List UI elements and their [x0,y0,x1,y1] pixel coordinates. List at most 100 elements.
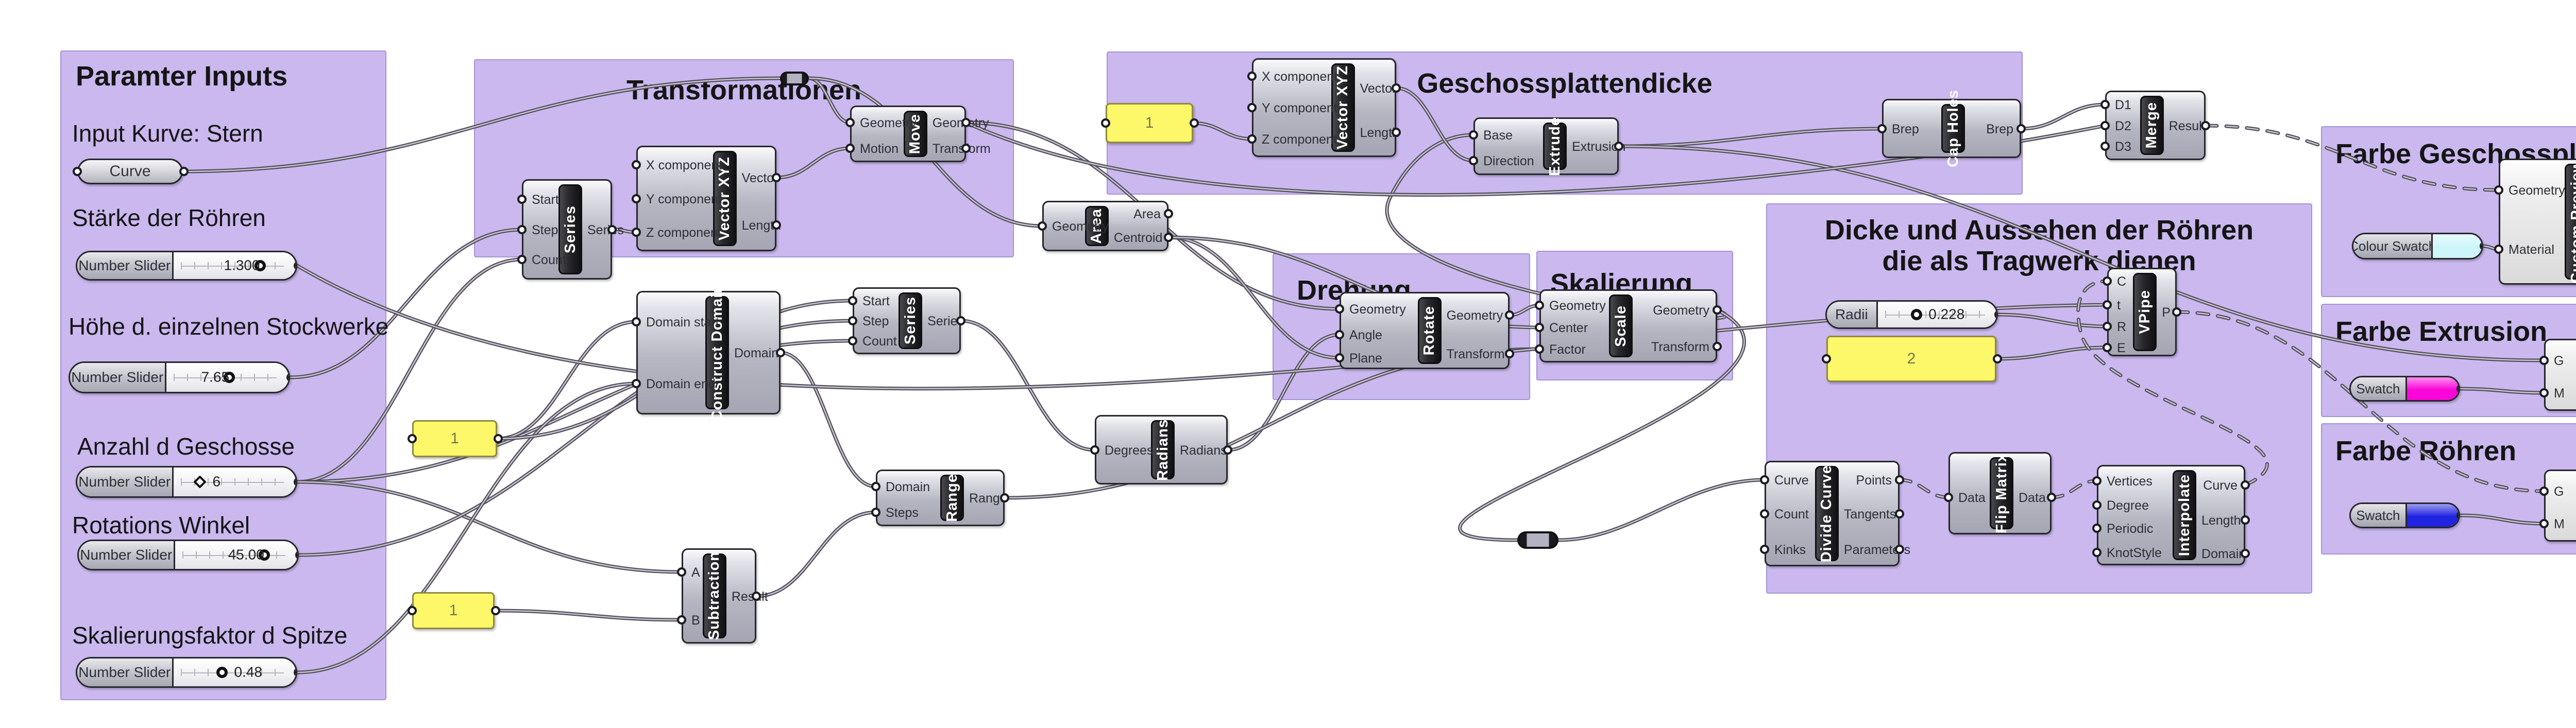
port-nub[interactable] [2100,120,2110,130]
slider-track[interactable]: 0.48 [173,658,296,686]
port-nub[interactable] [2092,500,2102,510]
port-nub[interactable] [1335,330,1344,339]
port-nub[interactable] [2100,142,2110,151]
wire[interactable] [754,510,878,598]
port-nub[interactable] [1535,344,1544,354]
port-nub[interactable] [1038,221,1047,231]
port-nub[interactable] [677,567,686,577]
port-nub[interactable] [1993,354,2002,363]
port-nub[interactable] [2539,519,2549,528]
port-nub[interactable] [2016,124,2026,133]
slider-track[interactable]: 0.228 [1877,302,1996,327]
wire[interactable] [1166,235,1342,360]
slider-track[interactable]: 7.65 [166,363,289,392]
swatch-colour-field[interactable] [2433,234,2482,258]
port-nub[interactable] [1535,322,1544,332]
port-nub[interactable] [1164,232,1173,242]
slider-grip[interactable] [193,475,207,489]
port-nub[interactable] [956,316,965,325]
port-nub[interactable] [408,434,417,443]
port-nub[interactable] [845,143,855,153]
port-nub[interactable] [1164,209,1173,218]
port-nub[interactable] [632,194,641,203]
slider-grip[interactable] [1911,309,1923,320]
port-nub[interactable] [2241,548,2250,558]
wire-relay[interactable] [780,72,809,85]
port-nub[interactable] [2103,321,2112,331]
port-nub[interactable] [961,143,971,153]
port-nub[interactable] [2241,480,2250,490]
port-nub[interactable] [871,482,880,491]
port-nub[interactable] [1247,103,1257,112]
colour-swatch-swatch-blue[interactable]: Swatch [2349,502,2460,528]
node-preview-extrusion[interactable]: PreviewGM [2539,339,2576,411]
wire[interactable] [2019,102,2107,131]
port-nub[interactable] [2092,547,2102,557]
param-curve-param[interactable]: Curve [73,159,189,184]
port-nub[interactable] [1469,130,1478,140]
port-nub[interactable] [1713,341,1722,351]
wire[interactable] [2458,387,2546,395]
port-nub[interactable] [632,228,641,237]
port-nub[interactable] [2539,487,2549,496]
port-nub[interactable] [2092,523,2102,533]
port-nub[interactable] [1101,118,1110,128]
slider-grip[interactable] [259,549,270,561]
wire[interactable] [778,351,878,489]
port-nub[interactable] [1877,124,1887,133]
port-nub[interactable] [871,507,880,517]
wire[interactable] [295,257,524,484]
port-nub[interactable] [1713,305,1722,315]
port-nub[interactable] [1392,83,1401,93]
wire[interactable] [774,146,852,180]
port-nub[interactable] [494,434,503,443]
port-nub[interactable] [752,591,761,601]
port-nub[interactable] [1535,301,1544,310]
colour-swatch-swatch-magenta[interactable]: Swatch [2349,376,2460,402]
port-nub[interactable] [1822,354,1831,363]
wire[interactable] [1394,86,1476,163]
port-nub[interactable] [772,220,781,230]
wire[interactable] [1617,127,1884,148]
panel-panel-2[interactable]: 2 [1822,336,2002,382]
wire[interactable] [1191,121,1254,141]
port-nub[interactable] [1505,310,1514,320]
port-nub[interactable] [776,348,785,357]
wire[interactable] [288,228,524,379]
port-nub[interactable] [845,118,855,127]
port-nub[interactable] [2103,276,2112,286]
panel-panel-1a[interactable]: 1 [408,420,503,457]
port-nub[interactable] [73,167,82,176]
slider-track[interactable]: 6 [173,467,296,496]
slider-grip[interactable] [216,667,228,678]
port-nub[interactable] [1223,445,1232,455]
node-preview-roehren[interactable]: PreviewGM [2539,470,2576,542]
port-nub[interactable] [491,606,500,615]
wire-dashed[interactable] [2076,279,2269,487]
port-nub[interactable] [632,379,641,388]
port-nub[interactable] [2103,300,2112,310]
port-nub[interactable] [1760,545,1769,554]
wire[interactable] [495,320,638,441]
port-nub[interactable] [1000,493,1009,502]
wire-dashed[interactable] [1897,478,1951,499]
wire[interactable] [1458,308,1746,542]
port-nub[interactable] [1760,475,1769,484]
slider-grip[interactable] [254,260,266,271]
port-nub[interactable] [2241,515,2250,525]
wire[interactable] [295,382,638,674]
wire[interactable] [1996,313,2109,328]
port-nub[interactable] [2092,476,2102,486]
port-nub[interactable] [1614,142,1623,151]
